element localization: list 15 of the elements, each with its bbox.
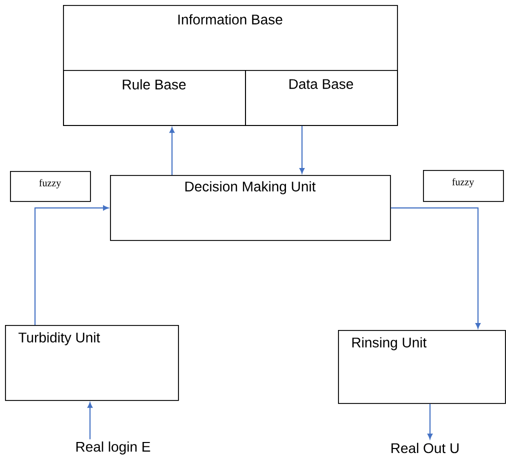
arrow bbox=[169, 127, 175, 175]
arrow bbox=[427, 404, 433, 440]
arrow bbox=[87, 402, 93, 440]
output-label: Real Out U bbox=[392, 442, 459, 454]
fuzzy-box: fuzzy bbox=[423, 170, 504, 202]
process-box: Turbidity Unit bbox=[5, 325, 179, 401]
fuzzy-box: fuzzy bbox=[10, 171, 91, 202]
data-base-cell: Data Base bbox=[245, 70, 398, 126]
arrow bbox=[299, 126, 305, 174]
process-box: Rinsing Unit bbox=[338, 330, 506, 404]
arrow bbox=[34, 205, 109, 325]
process-box: Decision Making Unit bbox=[110, 175, 391, 241]
rule-base-cell: Rule Base bbox=[63, 70, 246, 126]
arrow bbox=[390, 207, 481, 329]
input-label: Real login E bbox=[76, 441, 150, 454]
